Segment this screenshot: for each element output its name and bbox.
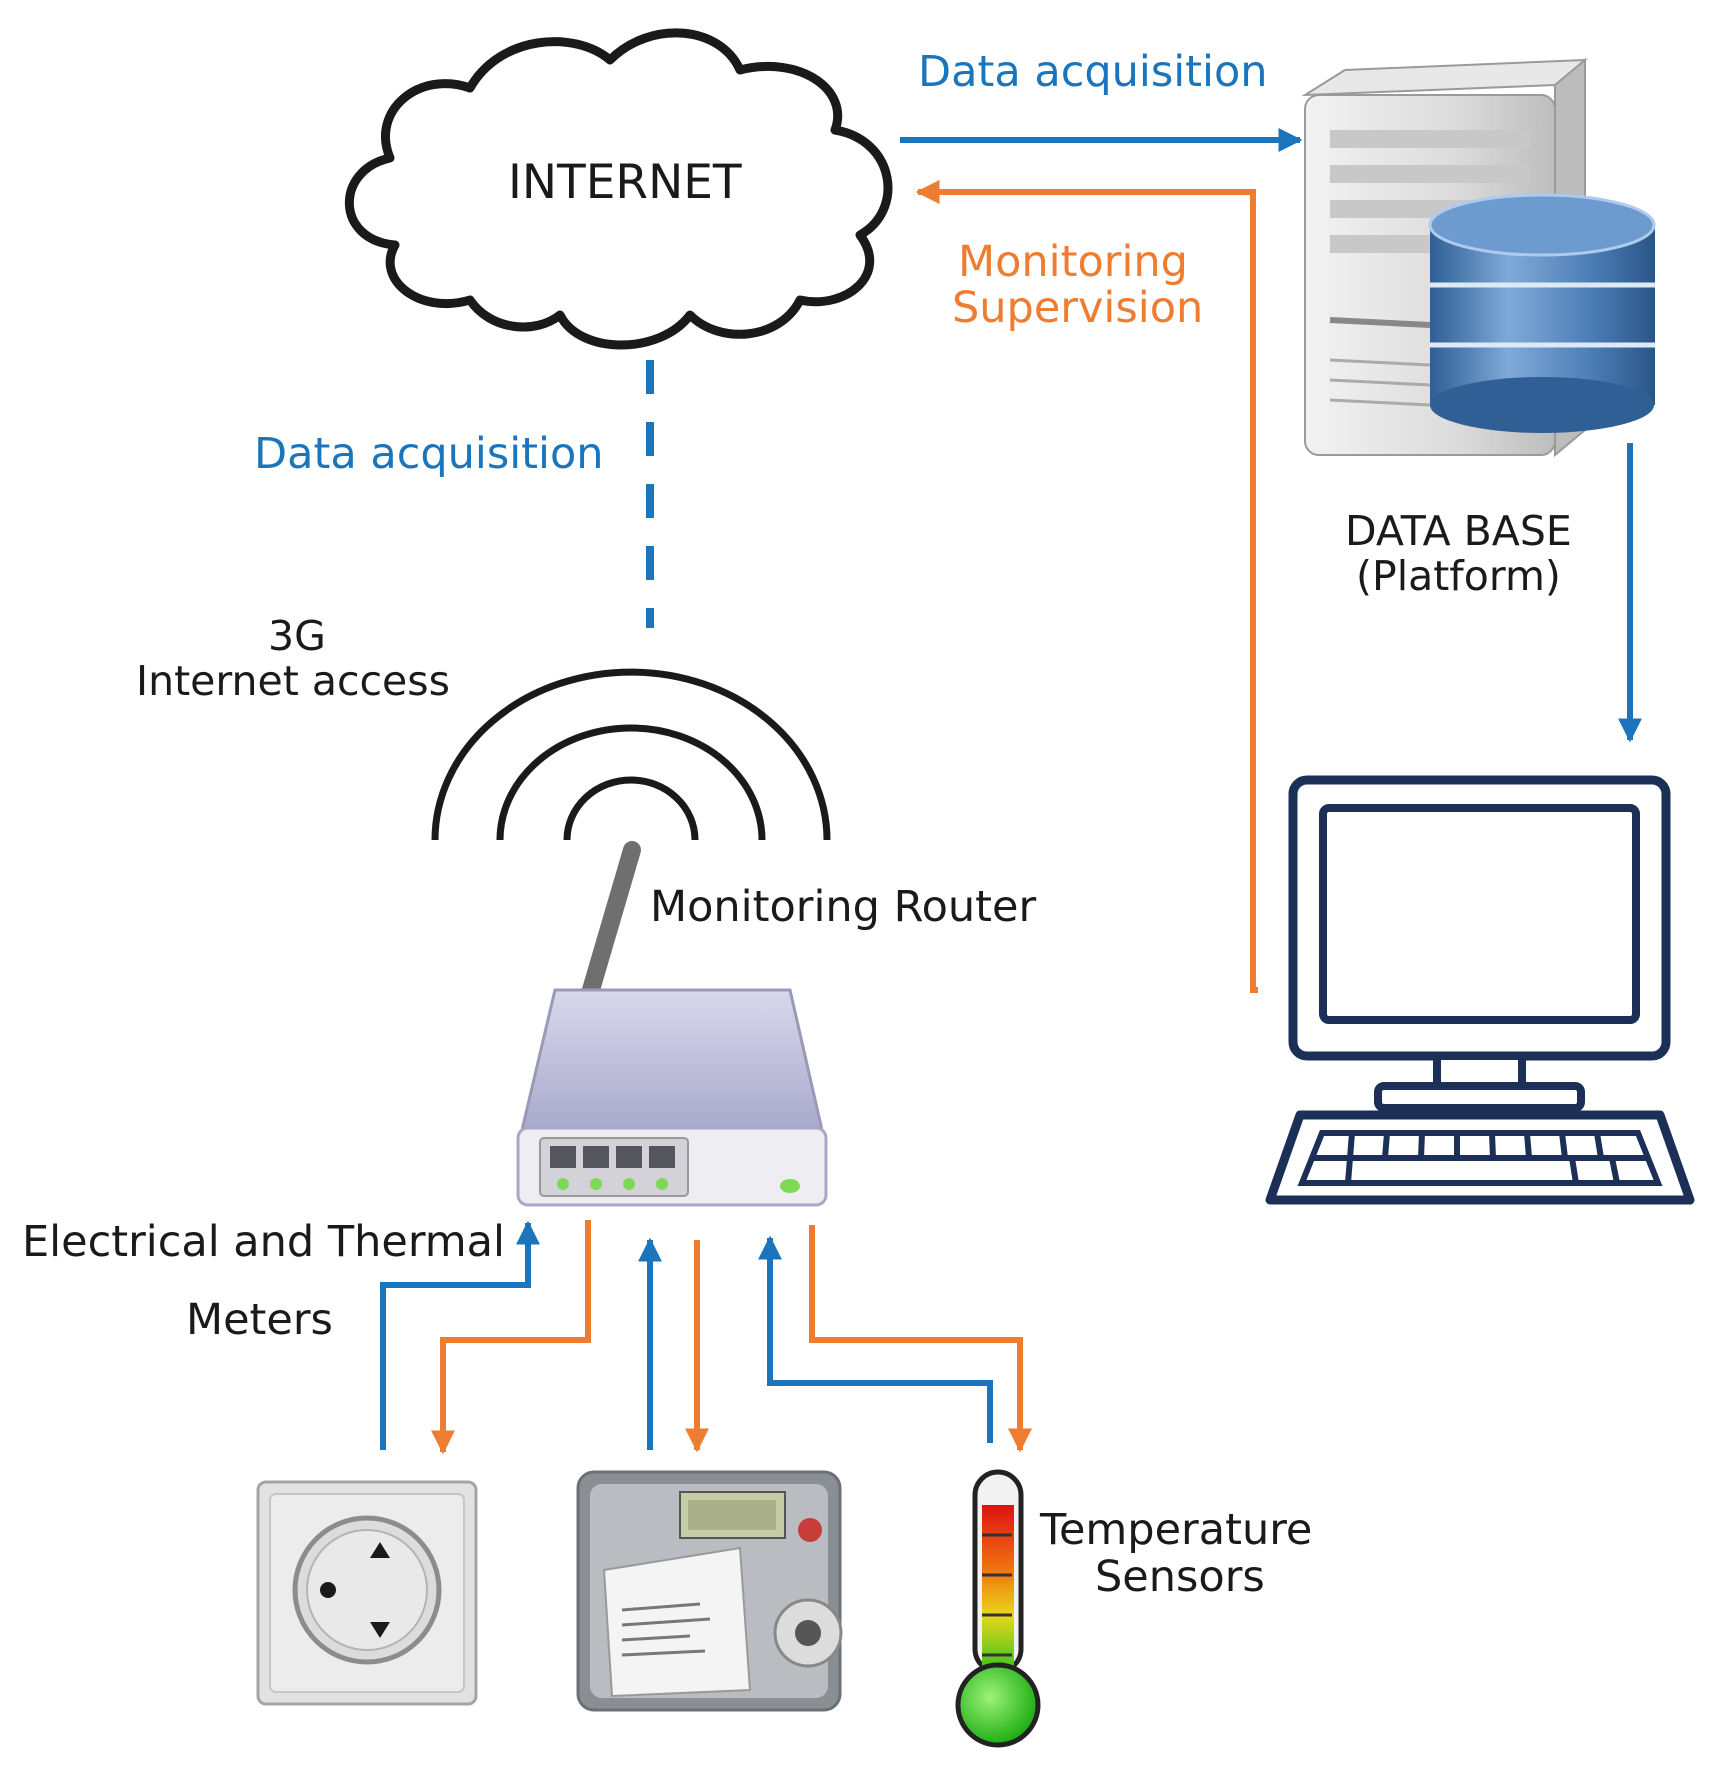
meters-label-line2: Meters [186,1295,333,1345]
database-label-line2: (Platform) [1356,552,1561,600]
internet-access-label: Internet access [136,657,450,705]
monitoring-label: Monitoring [958,237,1188,287]
temperature-label: Temperature [1040,1505,1313,1555]
cloud-icon [344,28,893,350]
sensor-down-arrow [809,1225,1032,1453]
power-socket-icon [256,1480,478,1706]
database-label-line1: DATA BASE [1345,507,1572,555]
socket-up-arrow [380,1220,540,1450]
data-acquisition-label-left: Data acquisition [254,429,604,479]
sensors-label: Sensors [1095,1552,1265,1602]
energy-meter-icon [576,1470,843,1712]
keyboard-icon [1265,1110,1695,1205]
socket-down-arrow [431,1220,591,1455]
computer-icon [1288,775,1671,1112]
supervision-label: Supervision [952,283,1204,333]
supervision-arrow [915,180,1258,993]
thermometer-icon [955,1469,1041,1748]
database-icon [1428,193,1656,433]
internet-label: INTERNET [508,155,742,210]
meters-label-line1: Electrical and Thermal [22,1217,505,1267]
wireless-signal-icon [431,668,831,841]
data-acquisition-label-top: Data acquisition [918,47,1268,97]
monitoring-router-label: Monitoring Router [650,882,1037,932]
router-icon [516,841,828,1207]
sensor-up-arrow [758,1235,993,1443]
3g-label: 3G [268,612,326,660]
